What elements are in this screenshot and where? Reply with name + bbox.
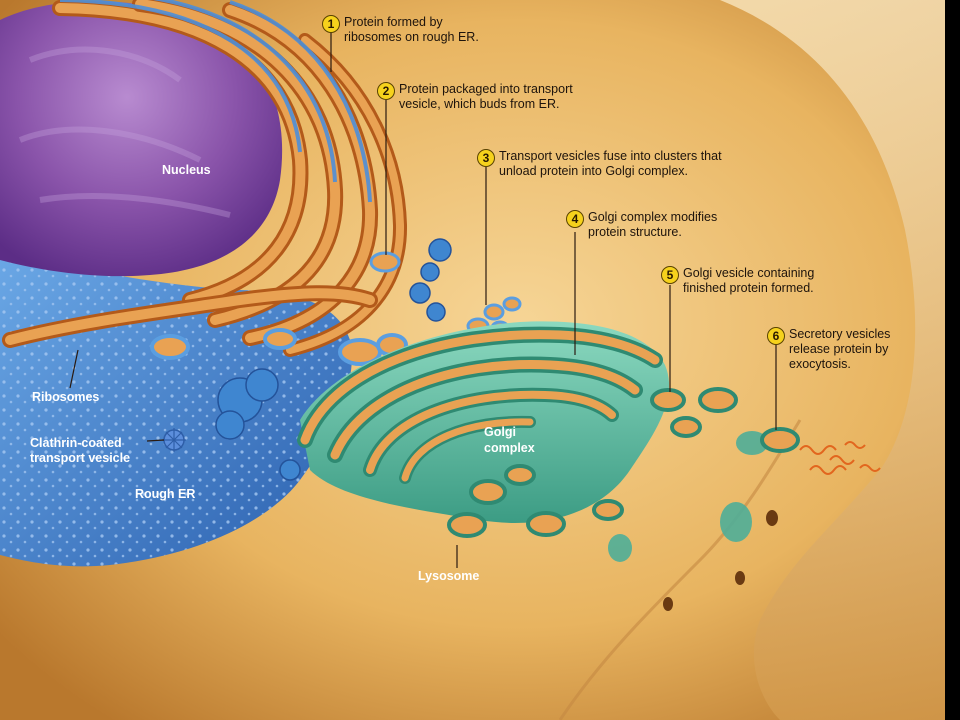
nucleus (0, 1, 283, 277)
membrane-pit (766, 510, 778, 526)
step-2: 2 Protein packaged into transport vesicl… (377, 82, 573, 112)
lysosome-label: Lysosome (418, 569, 480, 583)
step-1-text: Protein formed by ribosomes on rough ER. (344, 15, 479, 44)
ribosomes-label: Ribosomes (32, 390, 100, 404)
golgi-vesicles (447, 387, 738, 538)
nucleus-label: Nucleus (162, 163, 211, 177)
golgi-label-1: Golgi (484, 425, 516, 439)
step-4-badge: 4 (566, 210, 584, 228)
step-5: 5 Golgi vesicle containing finished prot… (661, 266, 814, 296)
step-2-badge: 2 (377, 82, 395, 100)
secretory-vesicle (736, 431, 768, 455)
rough-er-label: Rough ER (135, 487, 196, 501)
cell-membrane (720, 0, 945, 720)
clathrin-label-1: Clathrin-coated (30, 436, 122, 450)
step-5-text: Golgi vesicle containing finished protei… (683, 266, 815, 295)
released-protein (799, 441, 881, 475)
step-3-badge: 3 (477, 149, 495, 167)
step-1: 1 Protein formed by ribosomes on rough E… (322, 15, 479, 45)
step-6-badge: 6 (767, 327, 785, 345)
step-4: 4 Golgi complex modifies protein structu… (566, 210, 717, 240)
step-6: 6 Secretory vesicles release protein by … (767, 327, 890, 372)
step-3: 3 Transport vesicles fuse into clusters … (477, 149, 722, 179)
golgi-label-2: complex (484, 441, 535, 455)
step-6-text: Secretory vesicles release protein by ex… (789, 327, 891, 371)
golgi-cisternae (297, 326, 663, 484)
leader-lines (69, 32, 777, 568)
step-5-badge: 5 (661, 266, 679, 284)
membrane-pit (735, 571, 745, 585)
transport-vesicles (215, 238, 452, 481)
step-1-badge: 1 (322, 15, 340, 33)
step-2-text: Protein packaged into transport vesicle,… (399, 82, 573, 111)
membrane-pit (663, 597, 673, 611)
clathrin-coated-vesicle (162, 428, 186, 452)
er-vesicles (150, 251, 408, 366)
clathrin-label-2: transport vesicle (30, 451, 131, 465)
step-3-text: Transport vesicles fuse into clusters th… (499, 149, 722, 178)
step-4-text: Golgi complex modifies protein structure… (588, 210, 718, 239)
